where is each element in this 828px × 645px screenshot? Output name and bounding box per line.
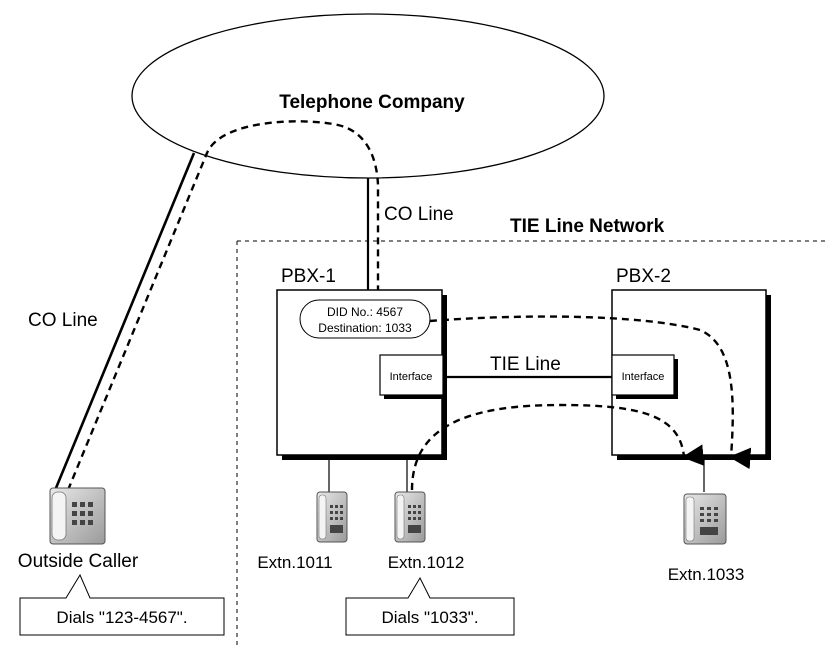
pbx-2-interface-label: Interface	[622, 371, 665, 383]
extn-1012-phone: Extn.1012	[388, 491, 465, 572]
tie-line-label: TIE Line	[490, 354, 561, 375]
pbx-1-interface	[379, 354, 444, 396]
extn-1012-label: Extn.1012	[388, 553, 465, 572]
did-routing-path	[429, 315, 752, 470]
outside-dial-text: Dials "123-4567".	[56, 608, 187, 627]
extension-wires	[328, 455, 705, 492]
desk-phone-icon	[394, 491, 426, 543]
extn-dial-text: Dials "1033".	[381, 608, 478, 627]
desk-phone-icon	[683, 493, 727, 545]
co-line-pbx1: CO Line	[366, 178, 454, 300]
pbx-1-interface-label: Interface	[390, 371, 433, 383]
did-info-box	[299, 299, 431, 339]
co-line-outside: CO Line	[28, 152, 196, 489]
extension-call-path	[410, 403, 705, 491]
outside-caller-phone: Outside Caller	[18, 487, 139, 572]
outside-dial-callout: Dials "123-4567".	[19, 573, 225, 636]
pbx-2-interface	[611, 354, 675, 396]
co-line-top-label: CO Line	[384, 204, 454, 225]
pbx-1: PBX-1 DID No.: 4567 Destination: 1033 In…	[276, 266, 447, 460]
extn-1033-label: Extn.1033	[668, 565, 745, 584]
tie-line: TIE Line	[443, 354, 612, 379]
pbx-2-label: PBX-2	[616, 266, 671, 287]
call-flow-paths	[66, 120, 752, 491]
outside-caller-label: Outside Caller	[18, 551, 139, 572]
co-line-left-label: CO Line	[28, 310, 98, 331]
did-destination-text: Destination: 1033	[318, 321, 412, 335]
extn-dial-callout: Dials "1033".	[345, 576, 515, 636]
tie-line-network-boundary: TIE Line Network	[236, 216, 828, 645]
pbx-1-label: PBX-1	[281, 266, 336, 287]
desk-phone-icon	[316, 491, 348, 543]
tie-line-network-label: TIE Line Network	[510, 216, 665, 237]
extn-1011-label: Extn.1011	[257, 553, 332, 572]
telephone-icon	[49, 487, 106, 545]
extn-1033-phone: Extn.1033	[668, 493, 745, 584]
telephone-company-cloud: Telephone Company	[131, 13, 605, 179]
did-number-text: DID No.: 4567	[327, 305, 403, 319]
extn-1011-phone: Extn.1011	[257, 491, 348, 572]
pbx-2: PBX-2 Interface	[611, 266, 771, 460]
telephone-company-label: Telephone Company	[279, 92, 465, 113]
